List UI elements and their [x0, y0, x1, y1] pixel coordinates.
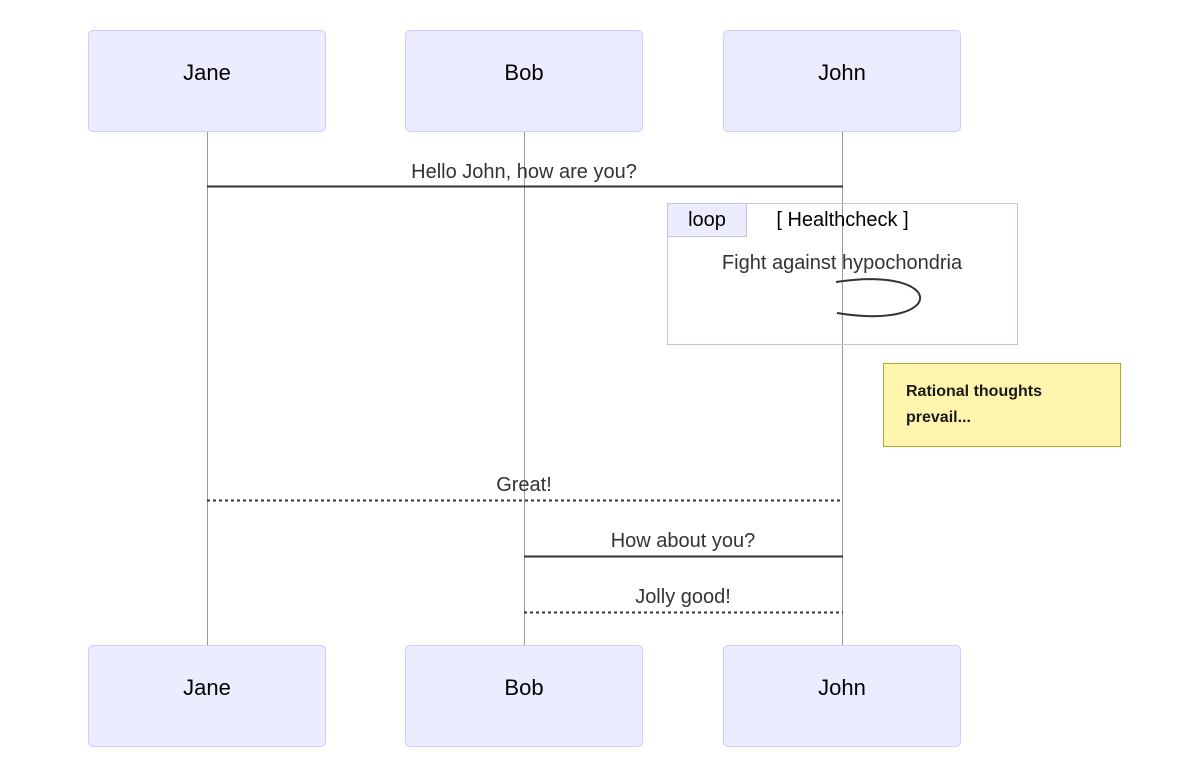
actor-box-bob-bottom: Bob [405, 645, 643, 747]
actor-box-john-top: John [723, 30, 961, 132]
message-label-great: Great! [496, 474, 552, 496]
actor-box-jane-bottom: Jane [88, 645, 326, 747]
self-message-curve [835, 278, 922, 318]
loop-condition: [ Healthcheck ] [667, 205, 1018, 235]
message-label-how-about-you: How about you? [610, 530, 756, 552]
actor-label-john: John [818, 60, 866, 85]
loop-label: loop [667, 203, 747, 237]
message-label-fight-hypochondria: Fight against hypochondria [721, 252, 963, 274]
message-label-jolly-good: Jolly good! [635, 586, 731, 608]
loop-frame [667, 203, 1018, 345]
actor-box-jane-top: Jane [88, 30, 326, 132]
actor-label-jane: Jane [183, 675, 231, 700]
note-text: Rational thoughts prevail... [906, 383, 1042, 426]
actor-label-bob: Bob [504, 60, 544, 85]
actor-box-bob-top: Bob [405, 30, 643, 132]
actor-label-bob: Bob [504, 675, 544, 700]
actor-label-john: John [818, 675, 866, 700]
loop-label-text: loop [688, 208, 726, 231]
loop-condition-text: [ Healthcheck ] [776, 208, 909, 231]
actor-box-john-bottom: John [723, 645, 961, 747]
note-right-of-john: Rational thoughts prevail... [883, 363, 1121, 447]
message-label-hello: Hello John, how are you? [411, 161, 637, 183]
actor-label-jane: Jane [183, 60, 231, 85]
